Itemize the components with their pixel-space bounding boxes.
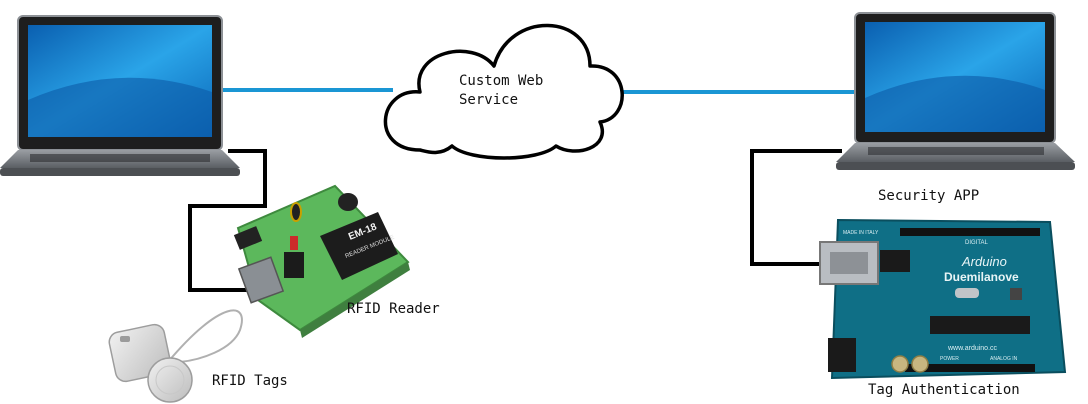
rfid-reader-label: RFID Reader <box>347 301 440 317</box>
security-app-label: Security APP <box>878 188 980 204</box>
board-model: Duemilanove <box>944 270 1019 284</box>
board-brand: Arduino <box>961 254 1007 269</box>
tag-authentication-label: Tag Authentication <box>868 382 1020 398</box>
cloud-icon <box>383 23 624 160</box>
board-analog-label: ANALOG IN <box>990 356 1018 362</box>
right-laptop-icon <box>836 12 1075 170</box>
board-url: www.arduino.cc <box>947 345 998 352</box>
arduino-board-icon: Arduino Duemilanove DIGITAL MADE IN ITAL… <box>819 218 1067 380</box>
rfid-reader-module-icon: EM-18 READER MODULE <box>233 184 410 338</box>
board-digital-label: DIGITAL <box>965 240 989 246</box>
cloud-label-line-1: Custom Web <box>459 73 544 89</box>
cable-laptop-to-arduino <box>750 149 842 266</box>
rfid-tag-icon <box>108 309 243 403</box>
cloud-label-line-2: Service <box>459 92 519 108</box>
board-power-label: POWER <box>940 356 959 362</box>
board-made-in: MADE IN ITALY <box>843 230 879 236</box>
left-laptop-icon <box>0 15 240 176</box>
rfid-tags-label: RFID Tags <box>212 373 288 389</box>
cable-laptop-to-reader <box>188 149 267 292</box>
